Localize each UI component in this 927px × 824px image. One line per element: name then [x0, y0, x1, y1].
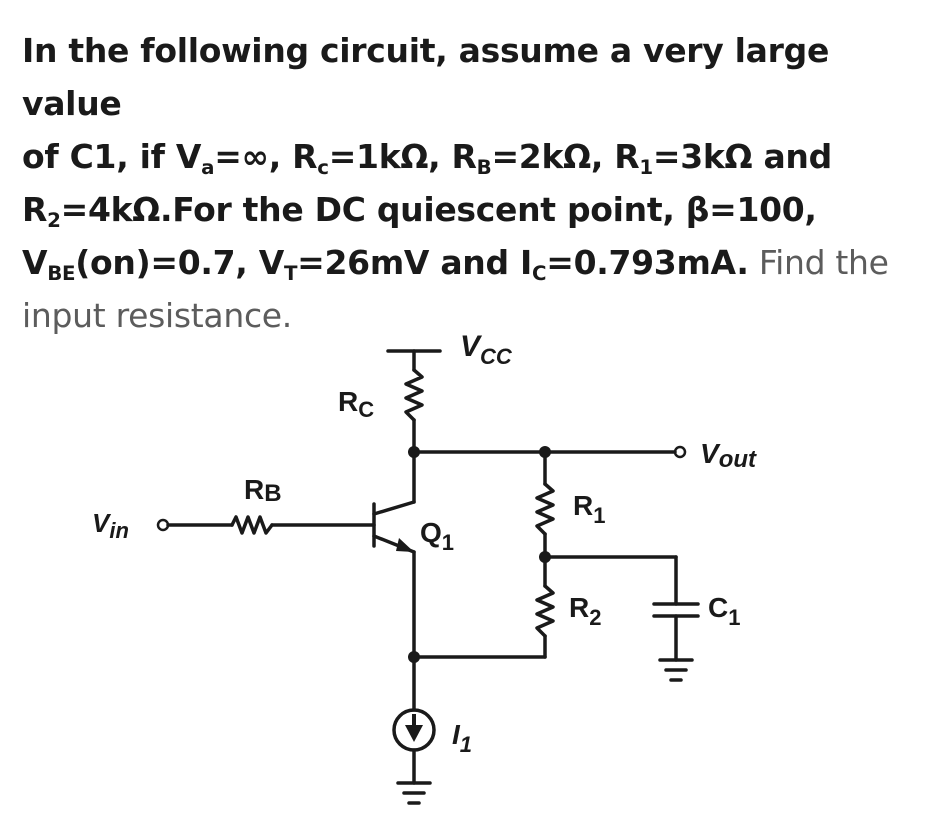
vin-terminal — [156, 518, 170, 532]
question-line-3: R2=4kΩ.For the DC quiescent point, β=100… — [22, 190, 817, 232]
vout-terminal — [673, 445, 687, 459]
rb-resistor — [230, 515, 274, 535]
question-line-4: VBE(on)=0.7, VT=26mV and IC=0.793mA. Fin… — [22, 243, 889, 285]
q1-collector — [372, 500, 416, 516]
rb-label: RB — [244, 474, 282, 507]
c1-label: C1 — [708, 592, 740, 630]
junction-dot — [539, 551, 551, 563]
junction-dot — [408, 446, 420, 458]
r1-label: R1 — [573, 490, 605, 528]
circuit-diagram: VCC RC Vout RB Vin Q1 R1 R2 C1 I1 — [92, 330, 757, 805]
problem-statement: In the following circuit, assume a very … — [22, 24, 902, 342]
junction-dot — [408, 651, 420, 663]
vin-label: Vin — [92, 508, 129, 543]
current-arrow-icon — [405, 725, 423, 742]
emitter-arrow-icon — [396, 538, 414, 552]
i1-label: I1 — [452, 719, 472, 757]
question-line-2: of C1, if Va=∞, Rc=1kΩ, RB=2kΩ, R1=3kΩ a… — [22, 137, 832, 179]
vout-label: Vout — [700, 438, 757, 473]
question-line-5: input resistance. — [22, 296, 292, 335]
rc-label: RC — [338, 386, 374, 422]
q1-label: Q1 — [420, 517, 454, 555]
rc-resistor — [404, 368, 424, 422]
r2-label: R2 — [569, 592, 601, 630]
r1-resistor — [535, 482, 555, 536]
question-line-1: In the following circuit, assume a very … — [22, 31, 830, 123]
r2-resistor — [535, 584, 555, 638]
junction-dot — [539, 446, 551, 458]
vcc-label: VCC — [460, 330, 513, 369]
